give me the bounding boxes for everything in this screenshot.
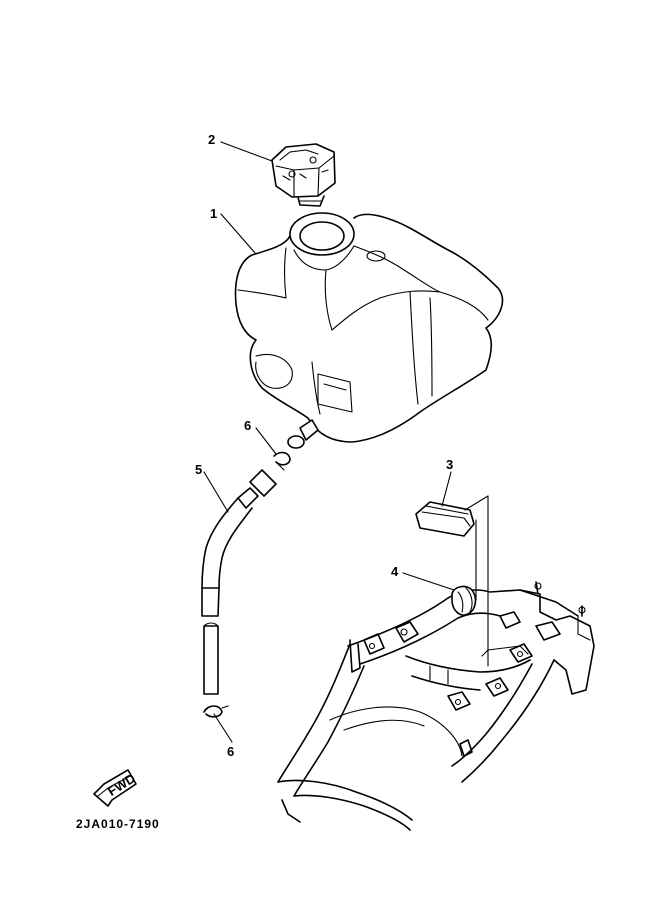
callout-4: 4: [391, 564, 399, 579]
fwd-arrow-icon: FWD: [93, 769, 138, 807]
callout-5: 5: [195, 462, 202, 477]
frame-bushing: [451, 585, 477, 616]
frame: [277, 581, 595, 831]
callout-1: 1: [210, 206, 217, 221]
hose-clip-lower: [203, 705, 229, 718]
callout-3: 3: [446, 457, 453, 472]
hose-clip-upper: [273, 451, 291, 471]
leader-lines: [203, 141, 489, 743]
fuel-cap: [271, 143, 336, 207]
diagram-code: 2JA010-7190: [76, 817, 160, 831]
damper-pad: [415, 501, 475, 537]
callout-6-upper: 6: [244, 418, 251, 433]
fuel-tank: [234, 212, 504, 449]
fuel-hose: [201, 469, 277, 695]
callout-2: 2: [208, 132, 215, 147]
callout-6-lower: 6: [227, 744, 234, 759]
